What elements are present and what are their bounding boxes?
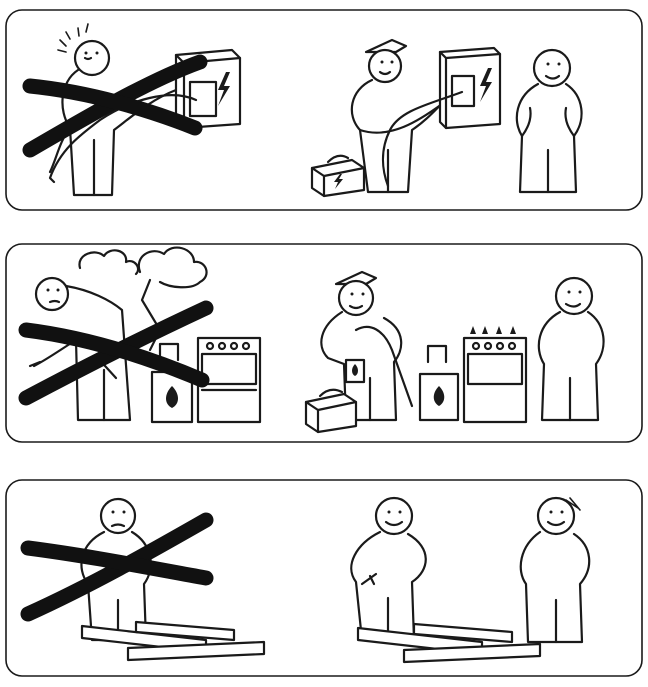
toolbox-icon [310,154,366,198]
planks-icon [80,620,266,662]
lightning-bolt-icon [218,72,230,106]
power-cord-icon [48,94,198,184]
cross-out-mark [18,300,214,406]
pipe-wrench-icon [354,325,414,408]
helper-left-figure [350,496,427,642]
burner-flames-icon [470,326,516,334]
shock-spark-icon [57,23,89,53]
helper-right-figure [519,496,591,644]
planks-icon [356,622,542,664]
electrician-figure [350,38,452,194]
electrical-box-icon [438,46,502,130]
toolbox-icon [304,388,358,434]
customer-figure [515,48,583,194]
gas-stove-icon [196,336,262,424]
flame-icon [166,386,178,408]
flame-icon [352,364,358,376]
gas-cylinder-icon [418,344,460,422]
cross-out-mark [22,54,208,158]
cross-out-mark [20,512,214,622]
gas-cylinder-icon [150,342,194,424]
hammer-icon [360,572,378,586]
customer-figure [537,276,605,422]
gas-stove-icon [462,326,528,424]
flame-icon [433,386,445,406]
power-cord-icon [381,90,464,188]
idea-spark-icon [565,497,581,511]
gas-fitter-figure [320,270,414,422]
panel-electrical [5,9,643,211]
panel-assembly [5,479,643,677]
panel-gas [5,243,643,443]
person-explosion-figure [28,276,132,422]
lightning-bolt-icon [480,68,492,102]
